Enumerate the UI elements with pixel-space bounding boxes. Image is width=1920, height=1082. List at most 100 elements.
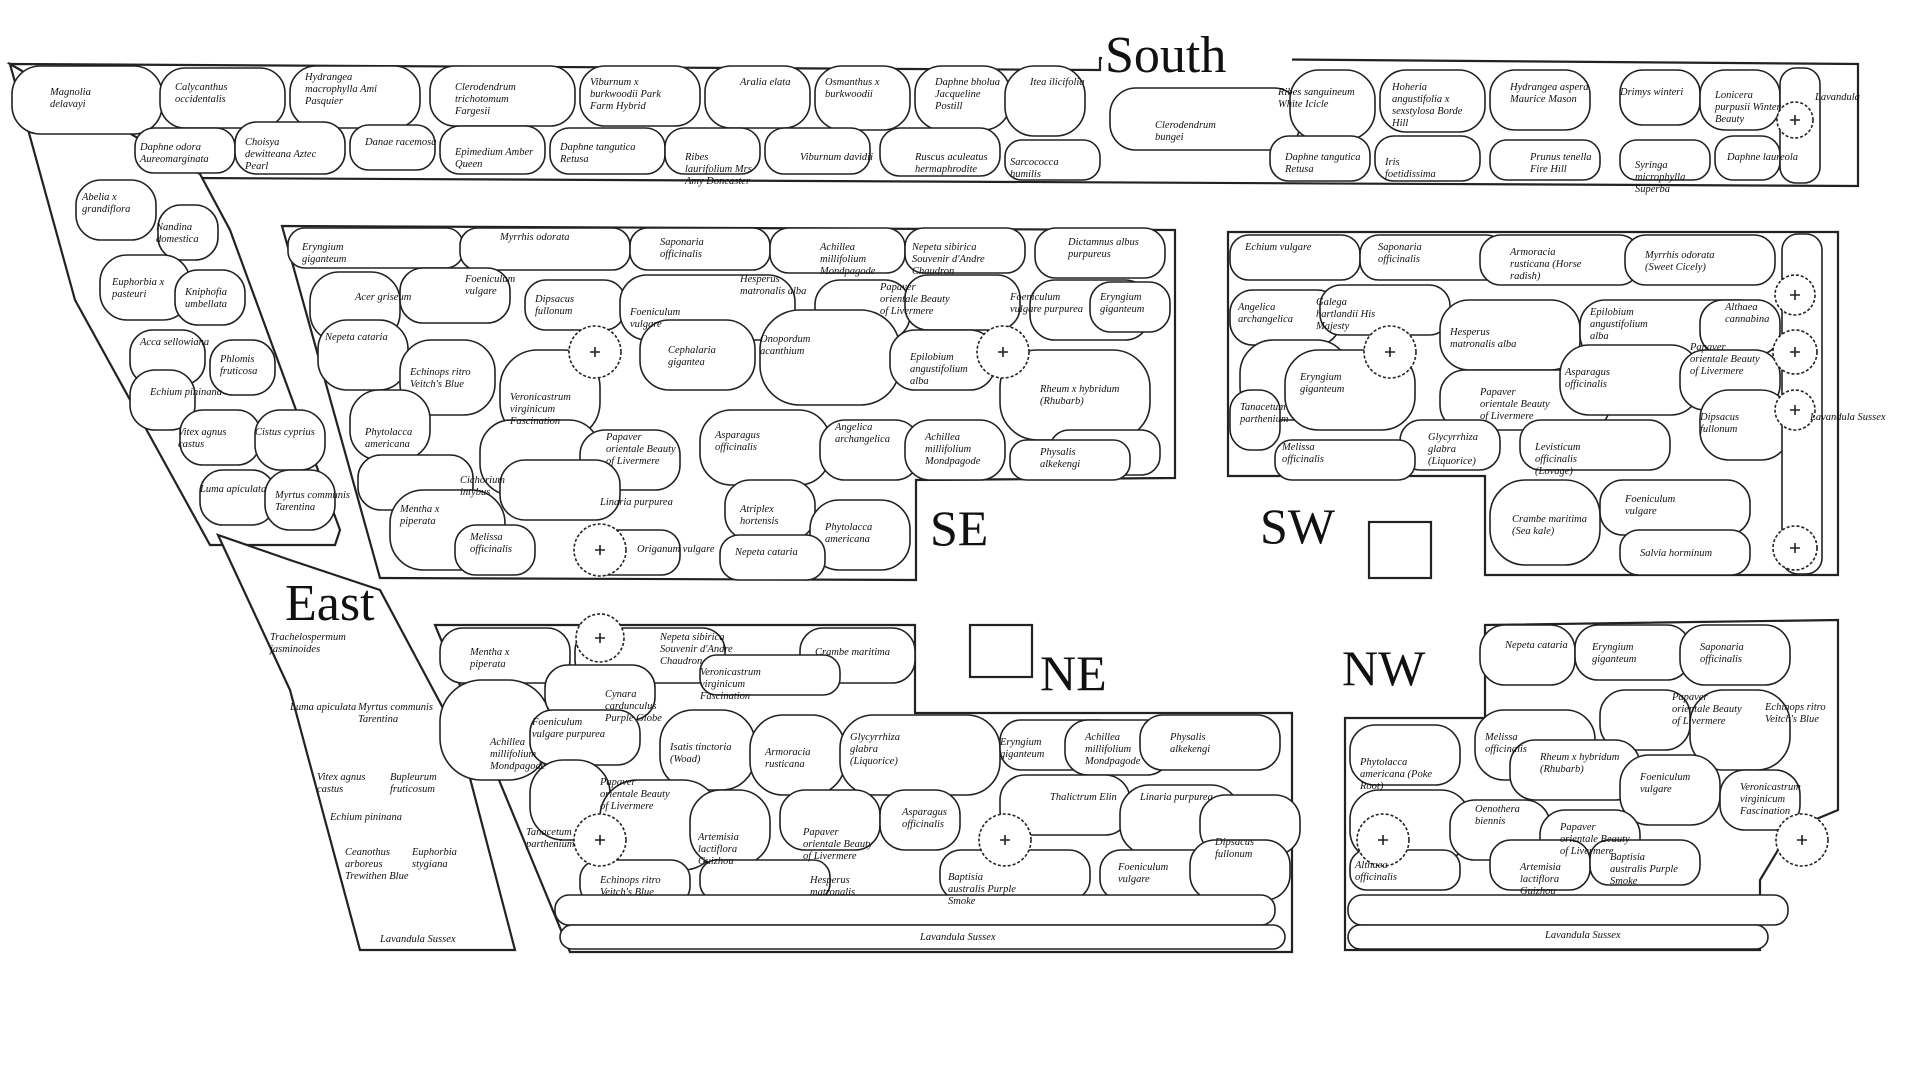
plant-clump xyxy=(1619,529,1751,576)
plant-label-ne: Lavandula Sussex xyxy=(919,932,996,943)
plant-clump xyxy=(1489,479,1601,566)
plant-clump xyxy=(579,65,701,127)
east-bed-lower xyxy=(215,533,517,952)
plant-clump xyxy=(1489,139,1601,181)
plant-label-south: Danae racemosa xyxy=(364,137,436,148)
plant-clump xyxy=(1624,234,1776,286)
plant-label-east: Luma apiculata xyxy=(289,702,356,713)
plant-clump xyxy=(1379,69,1486,133)
plant-label-ne: Linaria purpurea xyxy=(1139,792,1213,803)
plant-clump xyxy=(1004,139,1101,181)
plant-clump xyxy=(159,67,286,129)
label-sw: SW xyxy=(1260,498,1336,554)
tree-center-icon xyxy=(1385,347,1395,357)
plant-clump xyxy=(209,339,276,396)
plant-clump xyxy=(1269,135,1371,182)
plant-clump xyxy=(157,204,219,261)
plant-clump xyxy=(399,267,511,324)
plant-clump xyxy=(1034,227,1166,279)
plant-label-east: Echium pininana xyxy=(149,387,222,398)
plant-clump xyxy=(1479,624,1576,686)
tree-center-icon xyxy=(1790,405,1800,415)
tree-center-icon xyxy=(595,633,605,643)
lavender-edging xyxy=(554,67,1823,950)
plant-label-east: Luma apiculata xyxy=(199,484,266,495)
label-se: SE xyxy=(930,500,988,556)
plant-clump xyxy=(317,319,409,391)
plant-label-se: Myrrhis odorata xyxy=(499,232,570,243)
plant-label-sw: Lavandula Sussex xyxy=(1809,412,1886,423)
tree-center-icon xyxy=(1378,835,1388,845)
plant-clump xyxy=(639,319,756,391)
plant-label-se: Acer griseum xyxy=(354,292,412,303)
plant-label-south: Drimys winteri xyxy=(1619,87,1683,98)
plant-label-sw: Crambe maritima(Sea kale) xyxy=(1512,514,1587,537)
plant-clump xyxy=(254,409,326,471)
label-east: East xyxy=(285,575,375,632)
plant-clump xyxy=(264,469,336,531)
plant-clump xyxy=(524,279,626,331)
plant-label-east: Echium pininana xyxy=(329,812,402,823)
plant-clump xyxy=(1679,624,1791,686)
plant-label-east: Lavandula Sussex xyxy=(379,934,456,945)
label-nw: NW xyxy=(1342,640,1426,696)
plant-clump xyxy=(1139,714,1281,771)
plant-clump xyxy=(399,339,496,416)
plant-clump xyxy=(1589,839,1701,886)
plant-clump xyxy=(1374,135,1481,182)
plant-clump xyxy=(1274,439,1416,481)
